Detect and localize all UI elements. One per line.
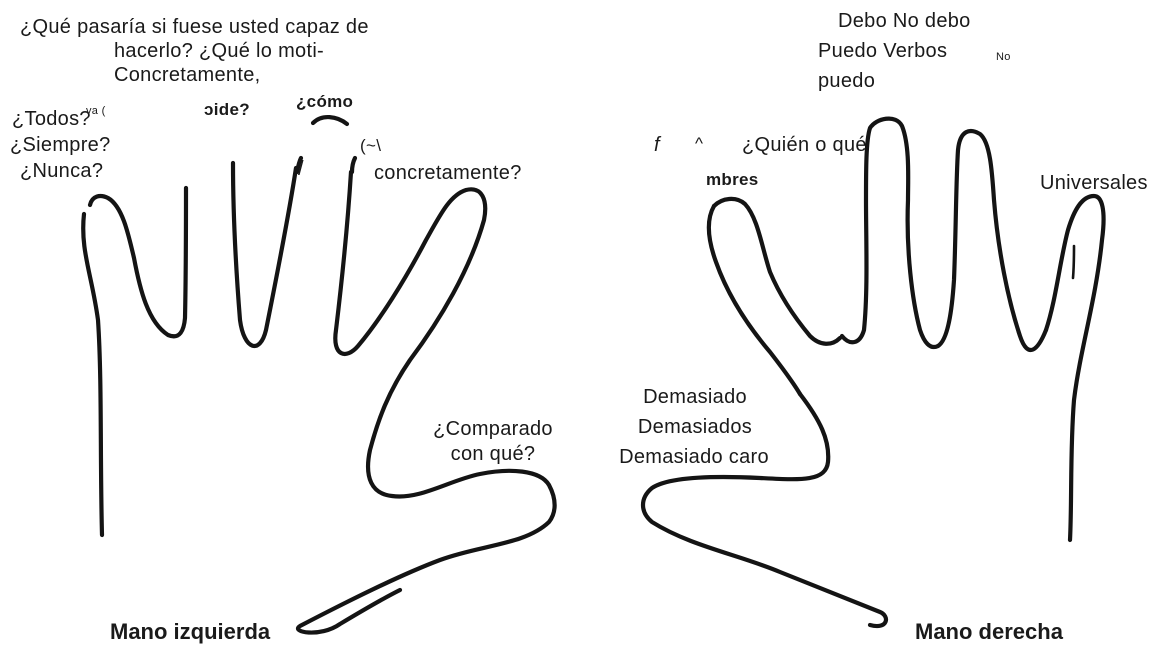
fragment-slash: / bbox=[298, 158, 304, 180]
right-index-outline bbox=[640, 391, 889, 629]
left-hand-outline bbox=[81, 115, 557, 635]
label-todos: ¿Todos? bbox=[12, 108, 91, 130]
left-middle-stub-right bbox=[349, 155, 358, 175]
label-puedo: puedo bbox=[818, 70, 876, 92]
fragment-pide: ɔide? bbox=[204, 100, 250, 119]
caption-right-hand: Mano derecha bbox=[915, 619, 1063, 644]
left-ring-outline bbox=[230, 160, 299, 349]
fragment-caret: ^ bbox=[695, 134, 704, 153]
left-middle-stub-left bbox=[294, 155, 304, 175]
fragment-como: ¿cómo bbox=[296, 92, 354, 111]
fragment-f: f bbox=[654, 134, 660, 156]
right-index-inner bbox=[711, 196, 843, 346]
label-quien: ¿Quién o qué bbox=[742, 134, 867, 156]
label-demasiado-3: Demasiado caro bbox=[619, 446, 769, 468]
right-middle-outline bbox=[839, 116, 941, 350]
left-pinky-outline bbox=[87, 185, 189, 339]
right-pinky-tick bbox=[1071, 244, 1076, 280]
label-nunca: ¿Nunca? bbox=[20, 160, 104, 182]
fragment-va: va ( bbox=[86, 105, 106, 117]
label-concretamente: concretamente? bbox=[374, 162, 522, 184]
left-question-line3: Concretamente, bbox=[114, 64, 261, 86]
right-ring-outline bbox=[935, 129, 1049, 353]
label-comparado-line1: ¿Comparado bbox=[433, 418, 553, 440]
left-index-outline bbox=[295, 169, 557, 635]
label-universales: Universales bbox=[1040, 172, 1148, 194]
label-puedo-verbos: Puedo Verbos bbox=[818, 40, 948, 62]
label-debo: Debo No debo bbox=[838, 10, 971, 32]
caption-left-hand: Mano izquierda bbox=[110, 619, 271, 644]
fragment-tilde: (~\ bbox=[360, 136, 382, 155]
right-pinky-outline bbox=[1043, 193, 1106, 543]
left-question-line2: hacerlo? ¿Qué lo moti- bbox=[114, 40, 325, 62]
left-palm-outer-edge bbox=[81, 211, 105, 538]
label-siempre: ¿Siempre? bbox=[10, 134, 111, 156]
fragment-mbres: mbres bbox=[706, 170, 759, 189]
label-comparado-line2: con qué? bbox=[450, 443, 536, 465]
label-demasiado-1: Demasiado bbox=[643, 386, 747, 408]
label-demasiado-2: Demasiados bbox=[637, 416, 753, 438]
right-hand-outline bbox=[640, 116, 1106, 629]
fragment-no: No bbox=[996, 51, 1011, 63]
left-middle-tip bbox=[310, 115, 350, 127]
right-index-left-edge bbox=[706, 203, 803, 397]
left-question-line1: ¿Qué pasaría si fuese usted capaz de bbox=[20, 16, 369, 38]
